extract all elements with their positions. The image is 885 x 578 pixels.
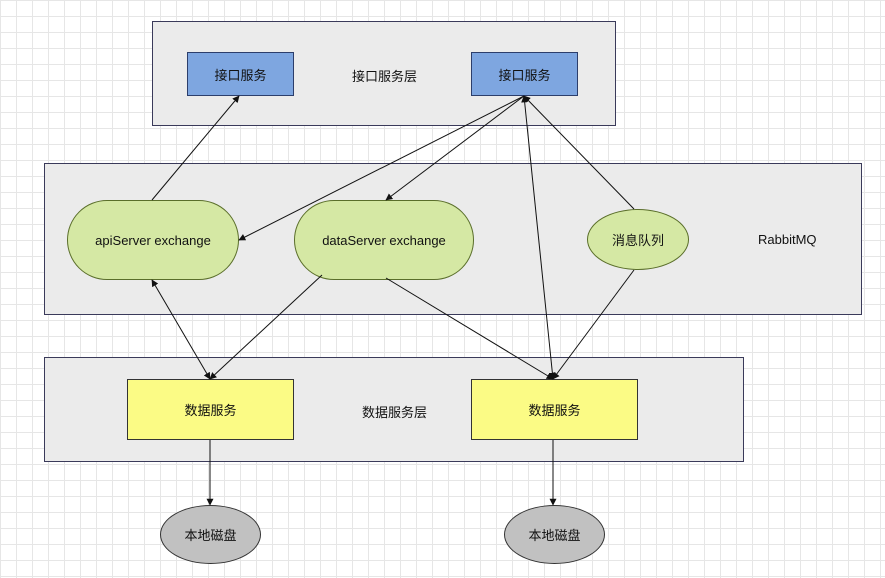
edge-dataexchange-to-data-right [385, 277, 554, 380]
message-queue-label: 消息队列 [611, 233, 664, 248]
api-layer-label: 接口服务层 [352, 69, 418, 84]
edge-apiexchange-to-api-left [151, 95, 240, 201]
api-service-left-label: 接口服务 [214, 67, 267, 83]
api-server-exchange[interactable]: apiServer exchange [67, 200, 239, 280]
rabbitmq-label: RabbitMQ [758, 232, 817, 247]
local-disk-right-label: 本地磁盘 [528, 528, 581, 543]
data-service-left[interactable]: 数据服务 [127, 379, 294, 440]
edge-api-right-to-apiexchange [238, 95, 525, 241]
api-server-exchange-label: apiServer exchange [95, 232, 211, 248]
data-server-exchange-label: dataServer exchange [322, 232, 446, 248]
edge-api-right-to-dataexchange [385, 95, 525, 201]
edge-api-right-data-right-bidirectional [521, 95, 556, 380]
data-service-left-label: 数据服务 [184, 403, 237, 418]
edge-queue-to-data-right [552, 269, 635, 380]
api-service-left[interactable]: 接口服务 [187, 52, 294, 96]
data-layer-label: 数据服务层 [362, 405, 428, 420]
api-service-right[interactable]: 接口服务 [471, 52, 578, 96]
edge-dataexchange-to-data-left [209, 274, 323, 380]
local-disk-right[interactable]: 本地磁盘 [504, 505, 605, 564]
edge-apiexchange-data-left-bidirectional [151, 279, 211, 380]
edge-queue-to-api-right [523, 95, 635, 210]
data-server-exchange[interactable]: dataServer exchange [294, 200, 474, 280]
data-service-right[interactable]: 数据服务 [471, 379, 638, 440]
api-service-right-label: 接口服务 [498, 67, 551, 83]
local-disk-left-label: 本地磁盘 [184, 528, 237, 543]
message-queue[interactable]: 消息队列 [587, 209, 689, 270]
data-service-right-label: 数据服务 [528, 403, 581, 418]
